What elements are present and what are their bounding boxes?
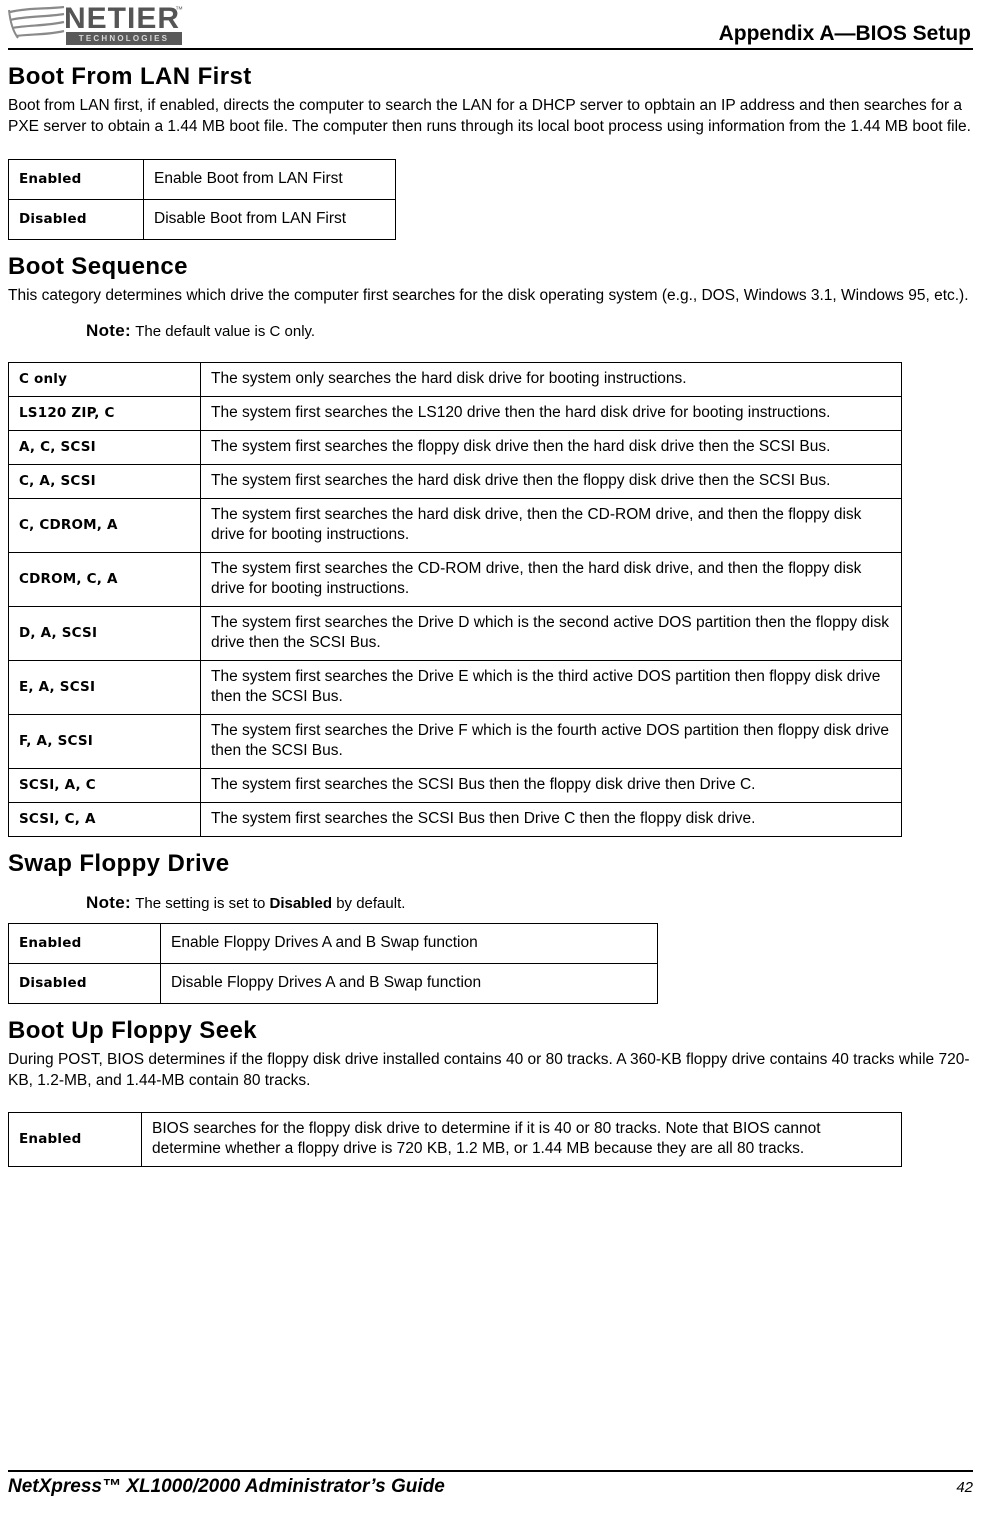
section-paragraph-boot-up-floppy-seek: During POST, BIOS determines if the flop… (8, 1051, 970, 1089)
option-description: The system first searches the hard disk … (200, 464, 902, 499)
option-description: The system first searches the CD-ROM dri… (200, 552, 902, 607)
table-row: F, A, SCSI The system first searches the… (8, 714, 902, 769)
logo-trademark: ™ (175, 5, 183, 14)
table-row: C only The system only searches the hard… (8, 362, 902, 397)
option-key: A, C, SCSI (8, 430, 201, 465)
table-row: SCSI, A, C The system first searches the… (8, 768, 902, 803)
option-description: The system first searches the SCSI Bus t… (200, 802, 902, 837)
table-row: SCSI, C, A The system first searches the… (8, 802, 902, 837)
option-key: C only (8, 362, 201, 397)
table-row: C, CDROM, A The system first searches th… (8, 498, 902, 553)
table-row: Enabled Enable Boot from LAN First (8, 159, 396, 200)
note-swap-floppy-drive: Note: The setting is set to Disabled by … (8, 892, 973, 914)
option-description: The system first searches the SCSI Bus t… (200, 768, 902, 803)
footer-page-number: 42 (956, 1479, 973, 1496)
option-key: D, A, SCSI (8, 606, 201, 661)
logo-swoosh-icon (8, 6, 65, 39)
table-boot-sequence: C only The system only searches the hard… (8, 362, 902, 837)
table-swap-floppy-drive: Enabled Enable Floppy Drives A and B Swa… (8, 923, 658, 1004)
note-boot-sequence: Note: The default value is C only. (8, 320, 973, 342)
option-description: BIOS searches for the floppy disk drive … (141, 1112, 902, 1167)
note-text: The default value is C only. (135, 323, 316, 340)
table-row: D, A, SCSI The system first searches the… (8, 606, 902, 661)
section-paragraph-boot-sequence: This category determines which drive the… (8, 287, 969, 304)
option-description: Disable Floppy Drives A and B Swap funct… (160, 963, 658, 1004)
footer-title: NetXpress™ XL1000/2000 Administrator’s G… (8, 1476, 445, 1497)
option-key: SCSI, C, A (8, 802, 201, 837)
page-footer: NetXpress™ XL1000/2000 Administrator’s G… (8, 1470, 973, 1498)
option-key: C, CDROM, A (8, 498, 201, 553)
table-row: Disabled Disable Floppy Drives A and B S… (8, 963, 658, 1004)
option-description: The system first searches the Drive E wh… (200, 660, 902, 715)
option-key: E, A, SCSI (8, 660, 201, 715)
section-heading-boot-up-floppy-seek: Boot Up Floppy Seek (8, 1017, 257, 1044)
option-key: Enabled (8, 923, 161, 964)
option-description: The system first searches the floppy dis… (200, 430, 902, 465)
option-description: Disable Boot from LAN First (143, 199, 396, 240)
option-key: F, A, SCSI (8, 714, 201, 769)
table-row: Enabled Enable Floppy Drives A and B Swa… (8, 923, 658, 964)
logo-subtitle: TECHNOLOGIES (66, 32, 182, 45)
note-label: Note: (86, 893, 131, 912)
table-boot-from-lan-first: Enabled Enable Boot from LAN First Disab… (8, 159, 396, 240)
note-text-after: by default. (332, 895, 406, 912)
option-key: Enabled (8, 1112, 142, 1167)
option-key: CDROM, C, A (8, 552, 201, 607)
page-header: NETIER ™ TECHNOLOGIES Appendix A—BIOS Se… (8, 0, 973, 50)
note-text-emphasis: Disabled (269, 895, 333, 912)
option-description: The system first searches the hard disk … (200, 498, 902, 553)
logo-wordmark: NETIER (64, 2, 181, 35)
option-description: The system only searches the hard disk d… (200, 362, 902, 397)
option-key: SCSI, A, C (8, 768, 201, 803)
option-key: C, A, SCSI (8, 464, 201, 499)
option-key: Enabled (8, 159, 144, 200)
option-key: LS120 ZIP, C (8, 396, 201, 431)
option-description: Enable Boot from LAN First (143, 159, 396, 200)
option-description: The system first searches the Drive F wh… (200, 714, 902, 769)
option-description: The system first searches the LS120 driv… (200, 396, 902, 431)
section-heading-boot-from-lan-first: Boot From LAN First (8, 63, 252, 90)
table-row: A, C, SCSI The system first searches the… (8, 430, 902, 465)
table-row: CDROM, C, A The system first searches th… (8, 552, 902, 607)
table-row: LS120 ZIP, C The system first searches t… (8, 396, 902, 431)
note-label: Note: (86, 321, 131, 340)
table-row: Disabled Disable Boot from LAN First (8, 199, 396, 240)
option-key: Disabled (8, 199, 144, 240)
section-paragraph-boot-from-lan-first: Boot from LAN first, if enabled, directs… (8, 97, 971, 135)
table-row: C, A, SCSI The system first searches the… (8, 464, 902, 499)
section-heading-boot-sequence: Boot Sequence (8, 253, 188, 280)
option-description: Enable Floppy Drives A and B Swap functi… (160, 923, 658, 964)
table-boot-up-floppy-seek: Enabled BIOS searches for the floppy dis… (8, 1112, 902, 1167)
note-text-before: The setting is set to (135, 895, 270, 912)
option-description: The system first searches the Drive D wh… (200, 606, 902, 661)
table-row: E, A, SCSI The system first searches the… (8, 660, 902, 715)
netier-logo: NETIER ™ TECHNOLOGIES (8, 4, 190, 48)
table-row: Enabled BIOS searches for the floppy dis… (8, 1112, 902, 1167)
option-key: Disabled (8, 963, 161, 1004)
section-heading-swap-floppy-drive: Swap Floppy Drive (8, 850, 230, 877)
header-title: Appendix A—BIOS Setup (718, 22, 971, 45)
